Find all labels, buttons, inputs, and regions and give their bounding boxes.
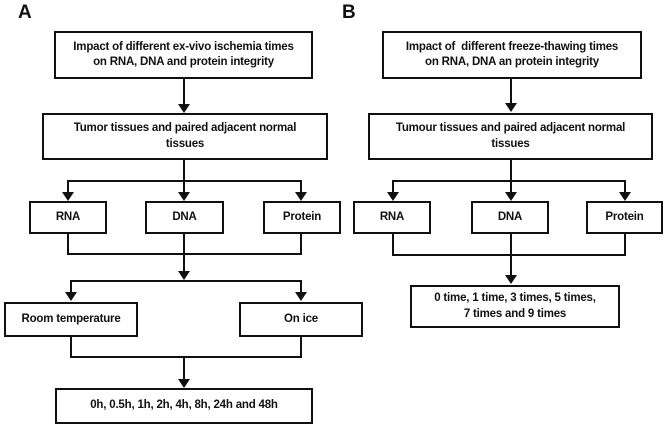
arrow-down-icon — [387, 192, 399, 201]
arrow-down-icon — [178, 192, 190, 201]
connector-line — [510, 254, 512, 275]
arrow-down-icon — [178, 104, 190, 113]
panel-a-label: A — [18, 2, 32, 23]
panel-b-impact-box: Impact of different freeze-thawing times… — [382, 31, 642, 79]
connector-line — [67, 234, 69, 255]
connector-line — [300, 337, 302, 358]
connector-line — [70, 356, 302, 358]
arrow-down-icon — [619, 192, 631, 201]
connector-line — [510, 234, 512, 255]
connector-line — [510, 79, 512, 104]
connector-line — [510, 160, 512, 181]
arrow-down-icon — [178, 379, 190, 388]
arrow-down-icon — [178, 271, 190, 280]
connector-line — [300, 234, 302, 255]
arrow-down-icon — [505, 275, 517, 284]
panel-a-rna-box: RNA — [29, 201, 107, 234]
connector-line — [392, 234, 394, 255]
connector-line — [183, 79, 185, 104]
connector-line — [70, 337, 72, 358]
arrow-down-icon — [505, 192, 517, 201]
connector-line — [300, 280, 302, 293]
panel-a-protein-box: Protein — [263, 201, 341, 234]
panel-b-tissue-box: Tumour tissues and paired adjacent norma… — [368, 113, 653, 160]
connector-line — [392, 254, 626, 256]
panel-b-label: B — [342, 2, 356, 23]
connector-line — [183, 160, 185, 181]
connector-line — [183, 234, 185, 255]
connector-line — [300, 180, 302, 193]
arrow-down-icon — [505, 103, 517, 112]
connector-line — [510, 180, 512, 193]
arrow-down-icon — [65, 292, 77, 301]
panel-a-on-ice-box: On ice — [239, 302, 363, 337]
panel-b-protein-box: Protein — [586, 201, 663, 234]
panel-a-tissue-box: Tumor tissues and paired adjacent normal… — [42, 113, 328, 160]
arrow-down-icon — [295, 192, 307, 201]
panel-a-dna-box: DNA — [145, 201, 224, 234]
connector-line — [70, 280, 302, 282]
panel-b-rna-box: RNA — [353, 201, 431, 234]
panel-a-times-box: 0h, 0.5h, 1h, 2h, 4h, 8h, 24h and 48h — [55, 388, 313, 424]
arrow-down-icon — [62, 192, 74, 201]
connector-line — [70, 280, 72, 293]
connector-line — [624, 180, 626, 193]
arrow-down-icon — [295, 292, 307, 301]
connector-line — [392, 180, 626, 182]
panel-a-room-temperature-box: Room temperature — [4, 302, 138, 337]
connector-line — [67, 180, 69, 193]
panel-a-impact-box: Impact of different ex-vivo ischemia tim… — [54, 31, 313, 79]
panel-b-times-box: 0 time, 1 time, 3 times, 5 times, 7 time… — [410, 285, 620, 328]
connector-line — [183, 356, 185, 379]
connector-line — [183, 180, 185, 193]
connector-line — [392, 180, 394, 193]
connector-line — [183, 253, 185, 272]
connector-line — [624, 234, 626, 255]
panel-b-dna-box: DNA — [471, 201, 549, 234]
